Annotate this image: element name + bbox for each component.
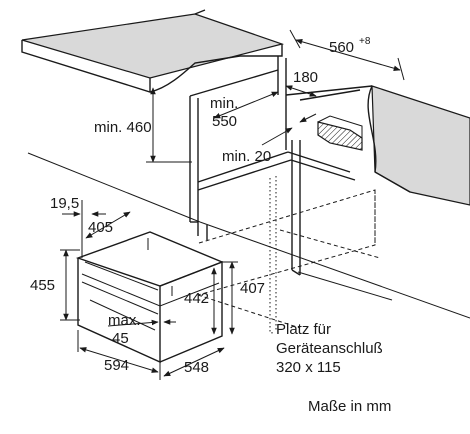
connection-note-line2: Geräteanschluß bbox=[276, 340, 383, 357]
dim-405: 405 bbox=[88, 219, 113, 236]
dim-442: 442 bbox=[184, 290, 209, 307]
dim-407: 407 bbox=[240, 280, 265, 297]
connection-box bbox=[317, 115, 363, 151]
dim-548: 548 bbox=[184, 359, 209, 376]
units-note: Maße in mm bbox=[308, 398, 391, 415]
dimension-labels: 560 +8 180 min. 460 min. 550 min. 20 19,… bbox=[30, 36, 371, 376]
dim-min-460: min. 460 bbox=[94, 119, 152, 136]
connection-note-line1: Platz für bbox=[276, 321, 331, 338]
floor-lines bbox=[27, 152, 470, 319]
dim-560: 560 bbox=[329, 39, 354, 56]
appliance-outline-dashed bbox=[197, 176, 381, 332]
dim-594: 594 bbox=[104, 357, 129, 374]
dimension-lines bbox=[60, 29, 405, 380]
dim-min-550-line1: min. bbox=[210, 95, 238, 112]
countertop bbox=[21, 9, 285, 93]
dim-max-45-line1: max. bbox=[108, 312, 141, 329]
connection-note-line3: 320 x 115 bbox=[276, 359, 341, 376]
side-worktop bbox=[367, 85, 470, 206]
cabinet-niche bbox=[189, 56, 373, 276]
dim-min-550-line2: 550 bbox=[212, 113, 237, 130]
dim-min-20: min. 20 bbox=[222, 148, 271, 165]
dim-19-5: 19,5 bbox=[50, 195, 79, 212]
connection-note: Platz für Geräteanschluß 320 x 115 bbox=[276, 321, 383, 376]
dim-455: 455 bbox=[30, 277, 55, 294]
dim-180: 180 bbox=[293, 69, 318, 86]
dim-max-45-line2: 45 bbox=[112, 330, 129, 347]
dim-560-superscript: +8 bbox=[359, 36, 371, 47]
